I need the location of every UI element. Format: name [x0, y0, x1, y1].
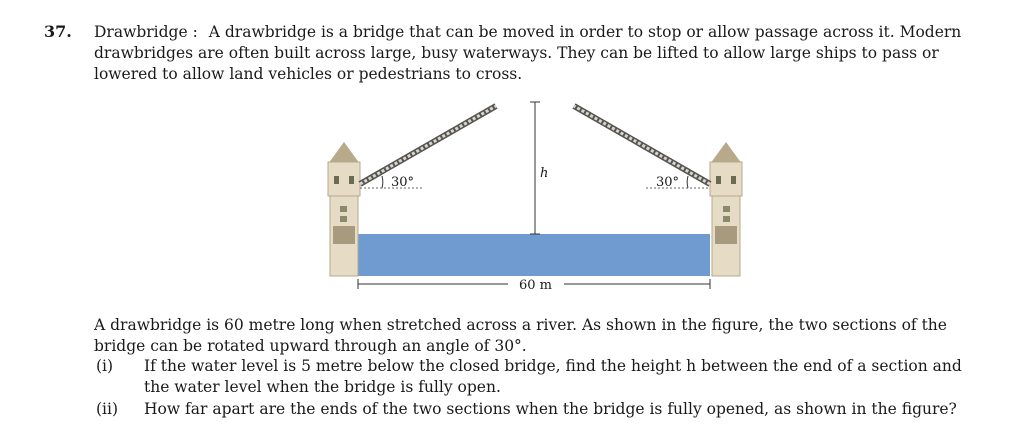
question-intro: Drawbridge : A drawbridge is a bridge th… — [94, 22, 984, 85]
intro-text: A drawbridge is a bridge that can be mov… — [94, 23, 962, 83]
height-measure — [530, 101, 540, 235]
left-tower — [327, 142, 361, 277]
part-ii-label: (ii) — [96, 400, 119, 418]
part-ii: (ii) How far apart are the ends of the t… — [96, 399, 986, 420]
width-measure — [357, 279, 711, 289]
right-angle-label: 30° — [656, 175, 679, 190]
river-water — [358, 234, 710, 276]
width-label: 60 m — [519, 278, 552, 293]
part-ii-text: How far apart are the ends of the two se… — [144, 400, 957, 418]
left-angle-label: 30° — [391, 175, 414, 190]
left-angle-marker — [360, 175, 424, 189]
part-i-label: (i) — [96, 357, 114, 375]
right-tower — [709, 142, 743, 277]
part-i-text: If the water level is 5 metre below the … — [144, 357, 962, 396]
question-title: Drawbridge : — [94, 23, 198, 41]
drawbridge-figure: 30° 30° h 60 m — [327, 101, 743, 293]
height-label: h — [540, 166, 548, 181]
right-angle-marker — [646, 175, 710, 189]
problem-paragraph: A drawbridge is 60 metre long when stret… — [94, 316, 947, 355]
left-bridge-section — [358, 103, 498, 187]
right-bridge-section — [572, 103, 712, 187]
part-i: (i) If the water level is 5 metre below … — [96, 356, 986, 398]
question-number: 37. — [44, 22, 72, 41]
